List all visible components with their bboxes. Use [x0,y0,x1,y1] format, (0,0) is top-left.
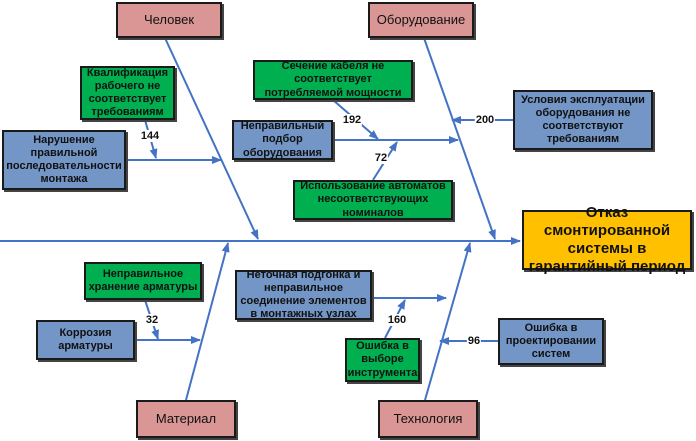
bone-material [185,242,230,401]
bone-person [164,37,259,240]
category-technology: Технология [378,400,478,438]
score-tool-choice: 160 [386,314,408,326]
cause-fitting: Неточная подгонка и неправильное соедине… [235,269,372,320]
score-worker-qualification: 144 [139,130,161,142]
effect-box: Отказ смонтированной системы в гарантийн… [522,204,692,275]
category-material: Материал [136,400,236,438]
score-cable-section: 192 [341,114,363,126]
cause-operating-conditions: Условия эксплуатации оборудования не соо… [513,90,653,150]
cause-equipment-selection: Неправильный подбор оборудования [232,120,333,160]
score-operating-conditions: 200 [474,114,496,126]
score-breakers: 72 [373,152,389,164]
subcause-cable-section: Сечение кабеля не соответствует потребля… [253,60,413,100]
category-equipment: Оборудование [368,2,474,38]
score-design-error: 96 [466,335,482,347]
subcause-worker-qualification: Квалификация рабочего не соответствует т… [80,66,175,120]
cause-installation-sequence: Нарушение правильной последовательности … [2,130,126,190]
subcause-tool-choice: Ошибка в выборе инструмента [345,338,420,382]
subcause-storage: Неправильное хранение арматуры [84,262,202,300]
bone-equipment [423,37,496,240]
subcause-breakers: Использование автоматов несоответствующи… [293,180,453,220]
cause-design-error: Ошибка в проектировании систем [498,318,604,365]
cause-corrosion: Коррозия арматуры [36,320,135,360]
bone-technology [424,242,472,401]
category-person: Человек [116,2,222,38]
score-storage: 32 [144,314,160,326]
